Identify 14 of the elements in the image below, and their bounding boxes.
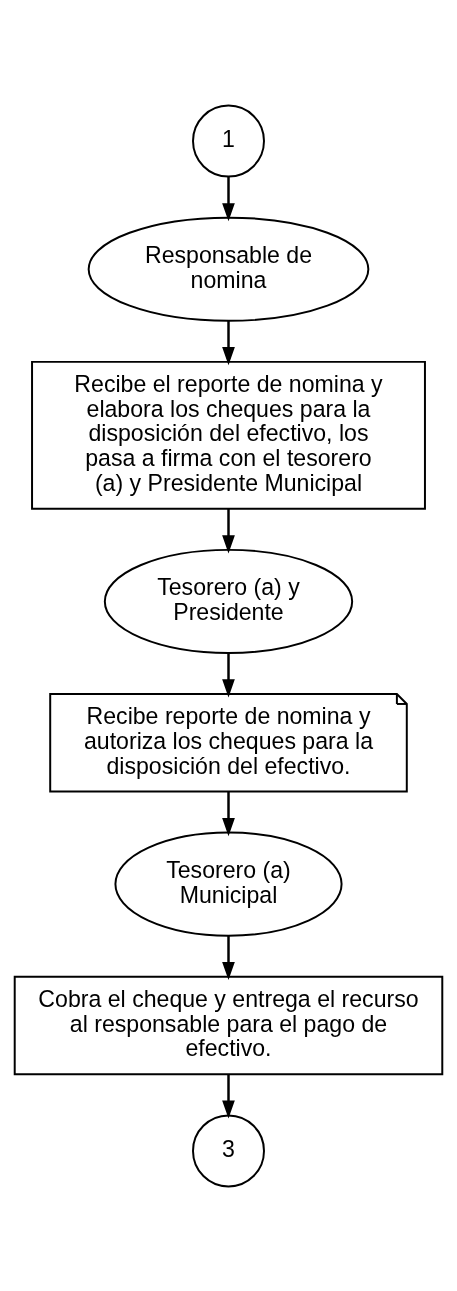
node-box: Recibe el reporte de nomina y elabora los cheques para la disposición del efectivo, los pasa a firma con el tesorero (a) y Presidente Municipal [31,360,426,510]
node-circle: 1 [192,104,265,178]
node-ellipse: Responsable de nomina [87,216,370,322]
arrow [222,176,235,221]
arrow [222,935,235,980]
arrow [222,1074,235,1119]
arrow [222,508,235,553]
node-circle: 3 [192,1113,265,1187]
arrow [222,791,235,836]
node-ellipse: Tesorero (a) Municipal [114,831,343,937]
node-ellipse: Tesorero (a) y Presidente [103,548,354,654]
node-box: Cobra el cheque y entrega el recurso al responsable para el pago de efectivo. [13,975,444,1075]
arrow [222,652,235,697]
arrow [222,320,235,365]
